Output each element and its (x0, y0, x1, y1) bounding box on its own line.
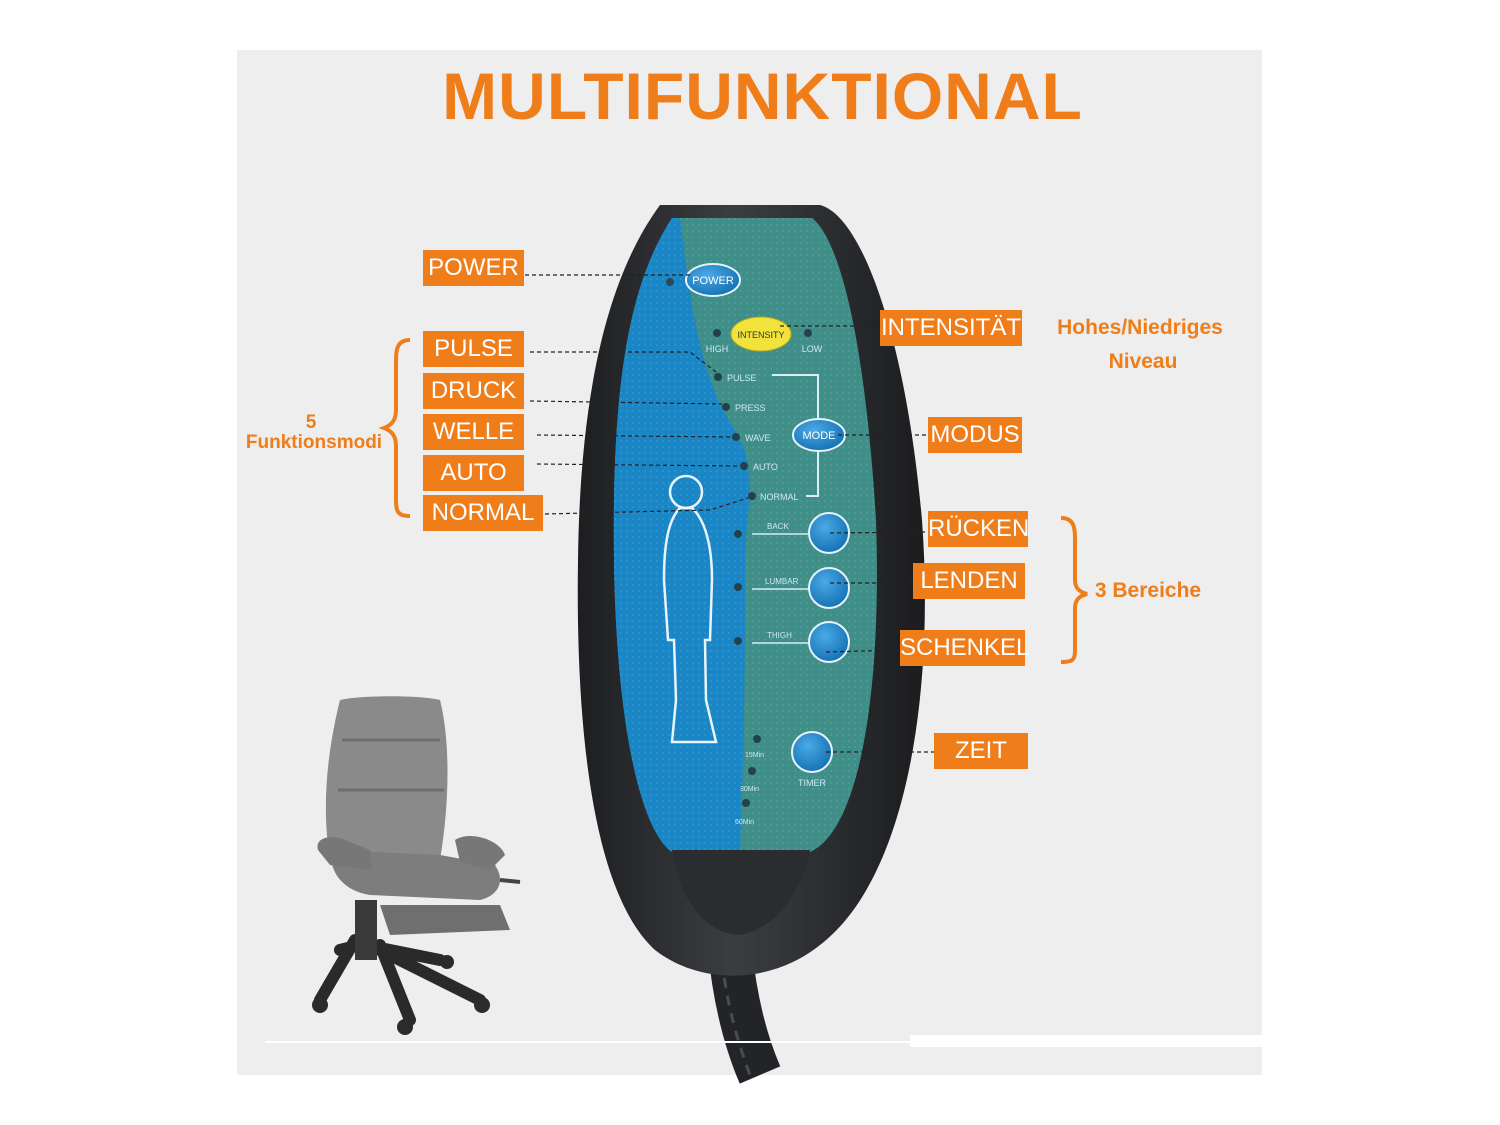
callout-druck: DRUCK (423, 373, 524, 409)
timer-60-text: 60Min (735, 819, 754, 826)
page-title: MULTIFUNKTIONAL (442, 59, 1083, 133)
brace-right (1060, 516, 1088, 664)
back-text: BACK (767, 522, 789, 531)
callout-ruecken: RÜCKEN (928, 511, 1029, 547)
mode-button-text: MODE (803, 430, 836, 442)
low-text: LOW (802, 344, 823, 354)
callout-pulse: PULSE (423, 331, 524, 367)
callout-auto: AUTO (423, 455, 524, 491)
modes-count-note: 5 (305, 412, 317, 433)
callout-schenkel: SCHENKEL (900, 630, 1029, 666)
areas-note: 3 Bereiche (1094, 579, 1202, 602)
power-button-text: POWER (692, 275, 734, 287)
body-silhouette-icon (662, 474, 718, 744)
pulse-text: PULSE (727, 373, 757, 383)
callout-lenden: LENDEN (913, 563, 1025, 599)
intensity-note-line1: Hohes/Niedriges (1057, 316, 1223, 339)
timer-30-text: 30Min (740, 786, 759, 793)
timer-text: TIMER (798, 778, 826, 788)
callout-intensitaet: INTENSITÄT (880, 310, 1022, 346)
wave-text: WAVE (745, 433, 771, 443)
modes-note: Funktionsmodi (245, 432, 383, 453)
intensity-button-text: INTENSITY (737, 330, 784, 340)
callout-zeit: ZEIT (934, 733, 1028, 769)
auto-text: AUTO (753, 462, 778, 472)
office-chair-image (312, 696, 521, 1035)
press-text: PRESS (735, 403, 766, 413)
lumbar-text: LUMBAR (765, 577, 799, 586)
high-text: HIGH (706, 344, 729, 354)
callout-modus: MODUS (928, 417, 1022, 453)
callout-welle: WELLE (423, 414, 524, 450)
callout-normal: NORMAL (423, 495, 543, 531)
thigh-text: THIGH (767, 631, 792, 640)
callout-power: POWER (423, 250, 524, 286)
intensity-note-line2: Niveau (1108, 350, 1178, 373)
brace-left (378, 338, 411, 518)
leader-lines (525, 274, 934, 753)
normal-text: NORMAL (760, 492, 799, 502)
timer-15-text: 15Min (745, 752, 764, 759)
